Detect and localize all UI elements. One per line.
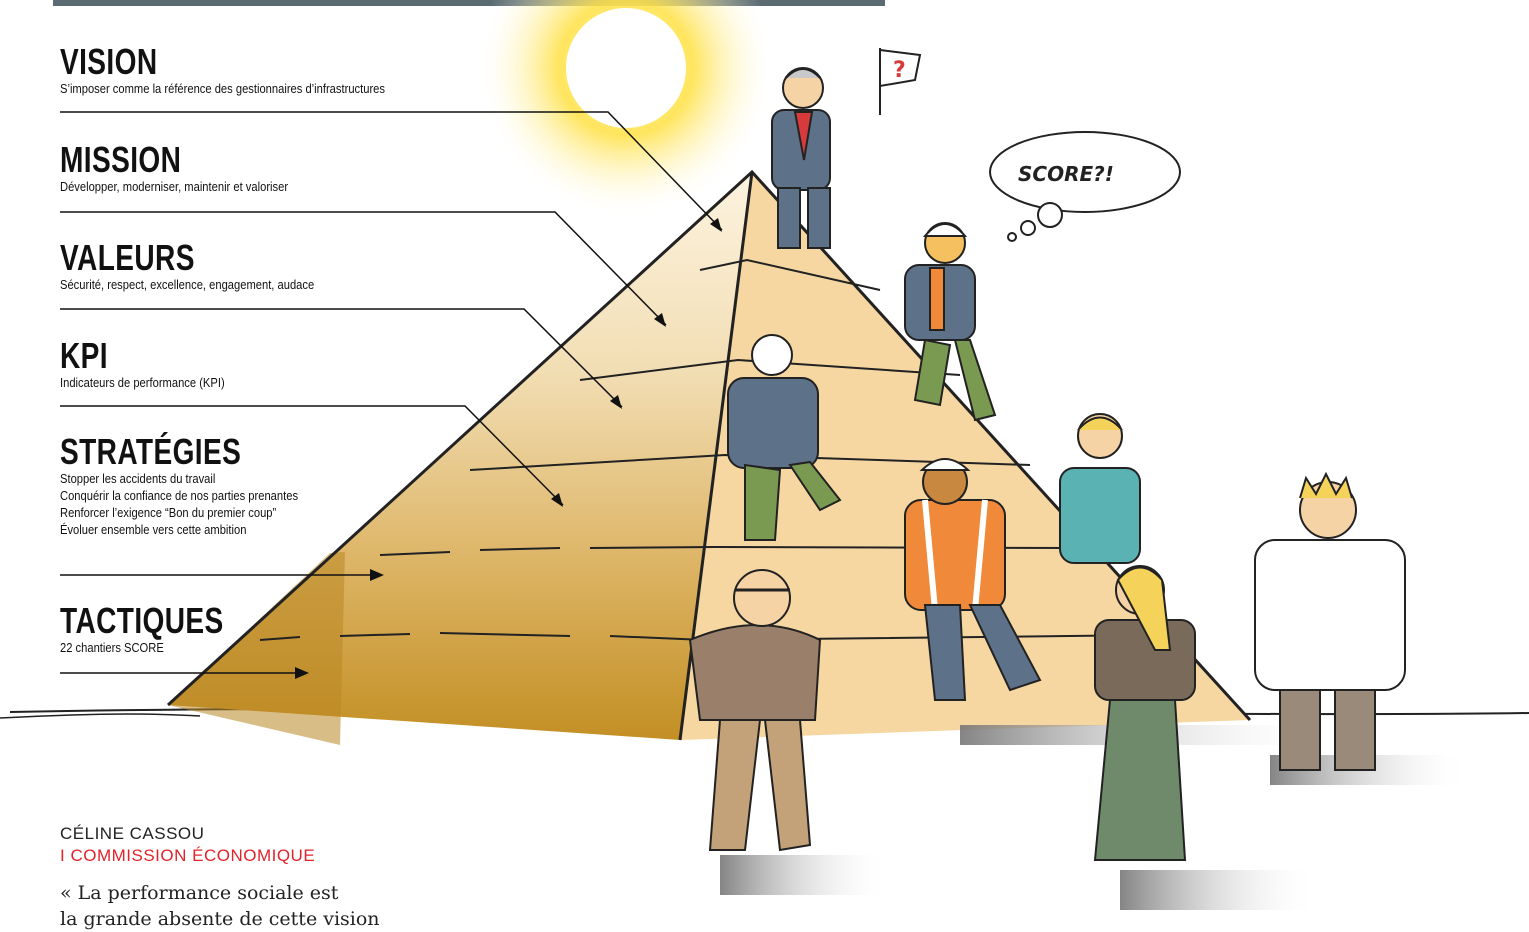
level-strategies-text-3: Renforcer l’exigence “Bon du premier cou… [60, 505, 277, 520]
figure-worker-orange-vest [904, 458, 1042, 701]
level-kpi-text: Indicateurs de performance (KPI) [60, 375, 225, 390]
level-mission-title: MISSION [60, 139, 182, 180]
level-valeurs-text: Sécurité, respect, excellence, engagemen… [60, 277, 315, 292]
flag-mark: ? [893, 58, 906, 83]
level-kpi: KPI Indicateurs de performance (KPI) [60, 338, 251, 391]
speech-bubble-text: SCORE?! [1018, 162, 1114, 186]
level-tactiques-text: 22 chantiers SCORE [60, 640, 164, 655]
figure-man-white-coat [1254, 471, 1406, 771]
quote-line-2: la grande absente de cette vision [60, 908, 380, 930]
author-name: CÉLINE CASSOU [60, 824, 205, 843]
sun [566, 8, 686, 128]
figure-man-brown-jacket [688, 569, 822, 852]
level-strategies-text-4: Évoluer ensemble vers cette ambition [60, 522, 247, 537]
speech-bubble [989, 131, 1181, 242]
level-strategies: STRATÉGIES Stopper les accidents du trav… [60, 434, 337, 538]
author-block: CÉLINE CASSOU I COMMISSION ÉCONOMIQUE [60, 823, 315, 867]
level-vision-text: S’imposer comme la référence des gestion… [60, 81, 385, 96]
level-strategies-title: STRATÉGIES [60, 431, 242, 472]
pyramid-left-face-darker [168, 552, 345, 745]
top-rule [53, 0, 885, 6]
quote-line-1: « La performance sociale est [60, 882, 339, 904]
figure-executive-with-flag: ? [771, 48, 922, 249]
level-mission-text: Développer, moderniser, maintenir et val… [60, 179, 289, 194]
level-vision: VISION S’imposer comme la référence des … [60, 44, 438, 97]
figure-worker-climbing-left [727, 334, 842, 541]
level-valeurs: VALEURS Sécurité, respect, excellence, e… [60, 240, 356, 293]
level-mission: MISSION Développer, moderniser, mainteni… [60, 142, 325, 195]
author-role: I COMMISSION ÉCONOMIQUE [60, 846, 316, 865]
level-vision-title: VISION [60, 41, 158, 82]
ground-line-2 [0, 713, 201, 719]
level-kpi-title: KPI [60, 335, 108, 376]
level-valeurs-title: VALEURS [60, 237, 195, 278]
level-strategies-text-2: Conquérir la confiance de nos parties pr… [60, 488, 299, 503]
pyramid-right-face [680, 172, 1250, 740]
figure-worker-climbing-top [904, 222, 997, 422]
figure-woman-green-dress [1093, 565, 1196, 861]
figure-woman-teal [1059, 413, 1141, 564]
quote-block: « La performance sociale est la grande a… [60, 880, 420, 932]
level-tactiques: TACTIQUES 22 chantiers SCORE [60, 603, 270, 656]
level-strategies-text-1: Stopper les accidents du travail [60, 471, 216, 486]
level-tactiques-title: TACTIQUES [60, 600, 224, 641]
